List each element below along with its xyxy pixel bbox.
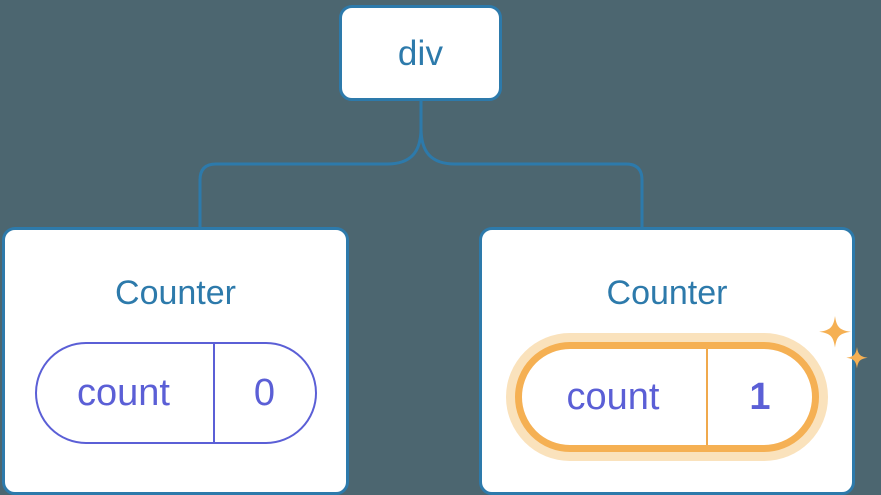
state-value-left: 0 bbox=[212, 344, 315, 442]
state-pill-wrapper-left: count 0 bbox=[34, 342, 317, 444]
state-key-right: count bbox=[566, 376, 660, 418]
node-root-label: div bbox=[397, 33, 444, 73]
connector-branch-right bbox=[419, 127, 644, 227]
state-pill-right[interactable]: count 1 bbox=[515, 342, 819, 452]
connector-branch-left bbox=[198, 127, 423, 227]
node-counter-right[interactable]: Counter count 1 bbox=[479, 227, 868, 495]
node-root-div[interactable]: div bbox=[339, 5, 502, 101]
node-counter-right-label: Counter bbox=[606, 274, 728, 312]
state-pill-wrapper-right: count 1 bbox=[515, 316, 868, 452]
node-counter-left-label: Counter bbox=[115, 274, 236, 312]
node-counter-left[interactable]: Counter count 0 bbox=[2, 227, 349, 495]
state-key-left: count bbox=[77, 372, 170, 414]
sparkle-large-icon bbox=[819, 316, 851, 348]
state-value-right: 1 bbox=[706, 349, 812, 445]
state-pill-left[interactable]: count 0 bbox=[34, 342, 317, 444]
